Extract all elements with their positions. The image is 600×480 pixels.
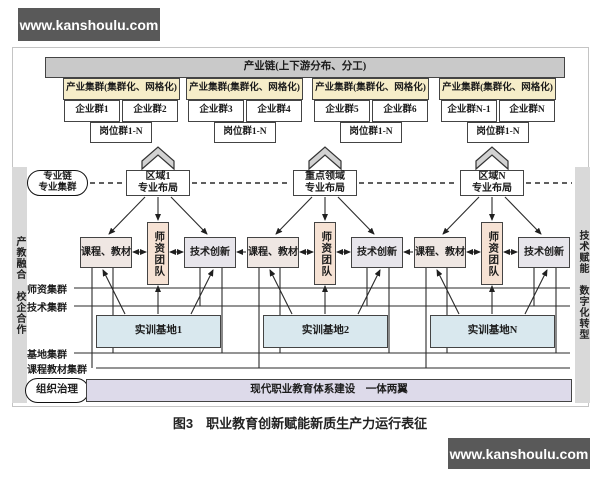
course-material-box-2: 课程、教材 <box>247 237 299 268</box>
enterprise-group-box-2: 企业群2 <box>122 100 178 122</box>
tech-innovation-box-3: 技术创新 <box>518 237 570 268</box>
arrow-region-to-tech <box>337 196 375 235</box>
industry-cluster-box-4: 产业集群(集群化、网格化) <box>439 78 556 100</box>
enterprise-group-box-5: 企业群5 <box>314 100 370 122</box>
watermark-bottom-right: www.kanshoulu.com <box>448 438 590 469</box>
industry-chain-bar: 产业链(上下游分布、分工) <box>45 57 565 78</box>
specialty-chain-cluster-tag: 专业链 专业集群 <box>27 170 88 196</box>
faculty-team-box-2: 师资团队 <box>314 222 336 285</box>
enterprise-group-box-4: 企业群4 <box>246 100 302 122</box>
faculty-team-box-3: 师资团队 <box>481 222 503 285</box>
training-base-box-3: 实训基地N <box>430 315 555 348</box>
enterprise-group-box-8: 企业群N <box>499 100 555 122</box>
rail-label-course-cluster: 课程教材集群 <box>27 365 87 376</box>
rail-label-base-cluster: 基地集群 <box>27 350 67 361</box>
arrow-region-to-tech <box>170 196 208 235</box>
figure-caption: 图3 职业教育创新赋能新质生产力运行表征 <box>172 416 428 431</box>
region-layout-box-3: 区域N 专业布局 <box>460 170 524 196</box>
rail-label-faculty-cluster: 师资集群 <box>27 285 67 296</box>
arrow-base-to-tech <box>524 269 548 315</box>
arrow-base-to-course <box>436 269 460 315</box>
training-base-box-2: 实训基地2 <box>263 315 388 348</box>
modern-vocational-education-bar: 现代职业教育体系建设 一体两翼 <box>86 379 572 402</box>
training-base-box-1: 实训基地1 <box>96 315 221 348</box>
arrow-base-to-course <box>102 269 126 315</box>
industry-cluster-box-1: 产业集群(集群化、网格化) <box>63 78 180 100</box>
industry-cluster-box-3: 产业集群(集群化、网格化) <box>312 78 429 100</box>
enterprise-group-box-3: 企业群3 <box>188 100 244 122</box>
region-layout-box-2: 重点领域 专业布局 <box>293 170 357 196</box>
post-group-box-2: 岗位群1-N <box>214 122 276 143</box>
tech-innovation-box-1: 技术创新 <box>184 237 236 268</box>
course-material-box-1: 课程、教材 <box>80 237 132 268</box>
course-material-box-3: 课程、教材 <box>414 237 466 268</box>
industry-cluster-box-2: 产业集群(集群化、网格化) <box>186 78 303 100</box>
enterprise-group-box-1: 企业群1 <box>64 100 120 122</box>
watermark-top-left: www.kanshoulu.com <box>18 8 160 41</box>
right-sidebar-tech-empowerment: 技术赋能 数字化转型 <box>575 167 590 403</box>
tech-innovation-box-2: 技术创新 <box>351 237 403 268</box>
arrow-region-to-course <box>275 196 313 235</box>
arrow-region-to-course <box>442 196 480 235</box>
post-group-box-4: 岗位群1-N <box>467 122 529 143</box>
left-sidebar-industry-education: 产教融合 校企合作 <box>12 167 27 403</box>
faculty-team-box-1: 师资团队 <box>147 222 169 285</box>
post-group-box-1: 岗位群1-N <box>90 122 152 143</box>
enterprise-group-box-6: 企业群6 <box>372 100 428 122</box>
arrow-base-to-course <box>269 269 293 315</box>
arrow-region-to-course <box>108 196 146 235</box>
chevron-up-icon <box>475 146 509 171</box>
chevron-up-icon <box>308 146 342 171</box>
arrow-base-to-tech <box>357 269 381 315</box>
enterprise-group-box-7: 企业群N-1 <box>441 100 497 122</box>
post-group-box-3: 岗位群1-N <box>340 122 402 143</box>
arrow-region-to-tech <box>504 196 542 235</box>
rail-label-tech-cluster: 技术集群 <box>27 303 67 314</box>
organization-governance-tag: 组织治理 <box>25 378 89 403</box>
arrow-base-to-tech <box>190 269 214 315</box>
chevron-up-icon <box>141 146 175 171</box>
region-layout-box-1: 区域1 专业布局 <box>126 170 190 196</box>
